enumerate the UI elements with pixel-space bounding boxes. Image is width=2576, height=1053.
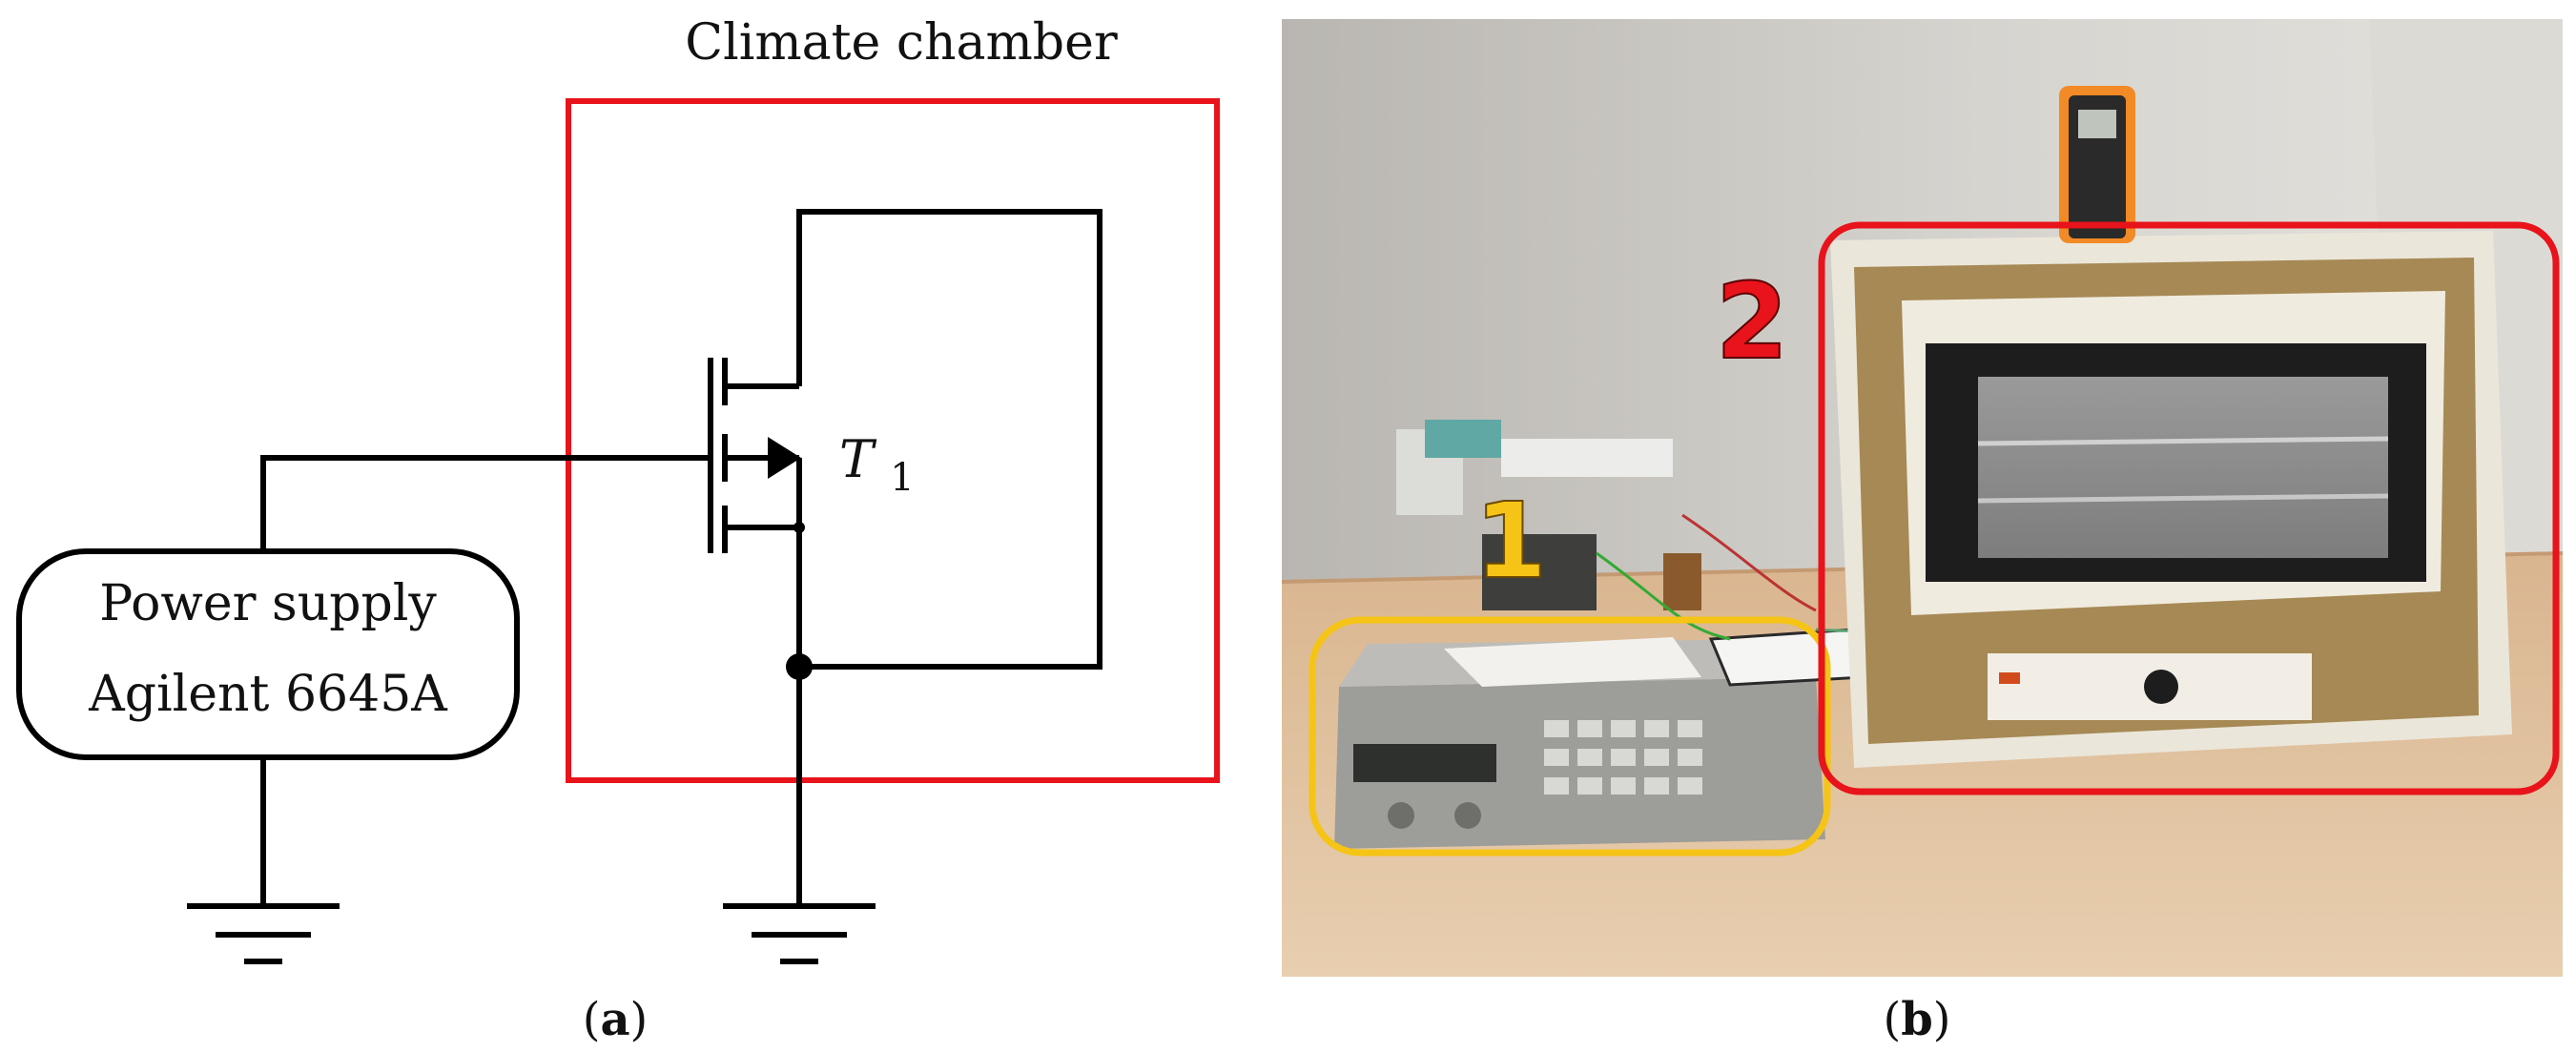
setup-photo: 1 2 (b) — [1282, 19, 2563, 1046]
marker2-outline — [1818, 221, 2560, 795]
ground-symbol-right — [723, 903, 876, 964]
marker1-outline — [1309, 616, 1831, 857]
thermometer — [2059, 86, 2135, 243]
caption-a: (a) — [583, 993, 649, 1046]
marker2-label: 2 — [1716, 260, 1789, 382]
drain-loop-wire — [796, 209, 1103, 670]
chamber-label: Climate chamber — [685, 14, 1118, 72]
caption-b: (b) — [1883, 993, 1950, 1046]
climate-chamber-photo — [1830, 231, 2512, 768]
marker1-label: 1 — [1474, 480, 1548, 602]
supply-label-line2: Agilent 6645A — [88, 666, 448, 723]
transistor-label: T 1 — [839, 429, 915, 500]
power-supply-box — [16, 548, 520, 760]
transistor-subscript: 1 — [890, 456, 914, 500]
supply-label-line1: Power supply — [99, 575, 437, 632]
circuit-schematic: Climate chamber T 1 Power s — [16, 14, 1220, 1046]
mosfet-t1: T 1 — [708, 358, 915, 553]
gate-wire — [260, 455, 711, 551]
breadboard-setup — [1396, 420, 2399, 687]
transistor-symbol: T — [839, 429, 877, 489]
junction-dot — [786, 653, 813, 680]
ground-symbol-left — [187, 903, 340, 964]
mosfet-arrow — [768, 437, 801, 479]
climate-chamber-box — [566, 98, 1220, 783]
